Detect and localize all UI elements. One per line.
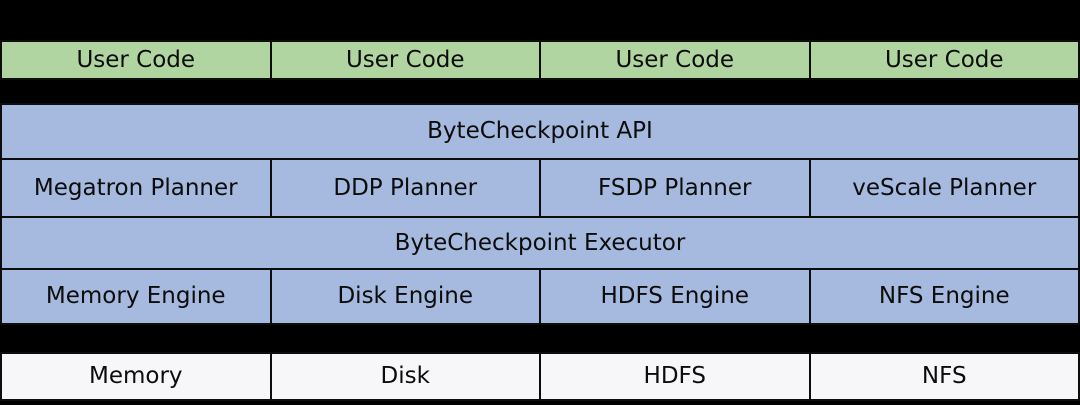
- nfs-engine-cell: NFS Engine: [808, 268, 1080, 325]
- disk-engine-cell: Disk Engine: [269, 268, 541, 325]
- hdfs-engine-cell: HDFS Engine: [539, 268, 811, 325]
- ddp-planner-cell: DDP Planner: [269, 158, 541, 218]
- api-layer: ByteCheckpoint API: [0, 103, 1080, 160]
- planner-layer: Megatron Planner DDP Planner FSDP Planne…: [0, 158, 1080, 218]
- memory-engine-cell: Memory Engine: [0, 268, 272, 325]
- executor-layer: ByteCheckpoint Executor: [0, 216, 1080, 270]
- user-code-layer: User Code User Code User Code User Code: [0, 40, 1080, 80]
- user-code-cell-1: User Code: [0, 40, 272, 80]
- megatron-planner-cell: Megatron Planner: [0, 158, 272, 218]
- user-code-cell-2: User Code: [269, 40, 541, 80]
- engine-layer: Memory Engine Disk Engine HDFS Engine NF…: [0, 268, 1080, 325]
- bytecheckpoint-executor-bar: ByteCheckpoint Executor: [0, 216, 1080, 270]
- hdfs-storage-cell: HDFS: [539, 352, 811, 401]
- vescale-planner-cell: veScale Planner: [808, 158, 1080, 218]
- user-code-cell-4: User Code: [808, 40, 1080, 80]
- storage-layer: Memory Disk HDFS NFS: [0, 352, 1080, 401]
- memory-storage-cell: Memory: [0, 352, 272, 401]
- bytecheckpoint-api-bar: ByteCheckpoint API: [0, 103, 1080, 160]
- user-code-cell-3: User Code: [539, 40, 811, 80]
- nfs-storage-cell: NFS: [808, 352, 1080, 401]
- disk-storage-cell: Disk: [269, 352, 541, 401]
- fsdp-planner-cell: FSDP Planner: [539, 158, 811, 218]
